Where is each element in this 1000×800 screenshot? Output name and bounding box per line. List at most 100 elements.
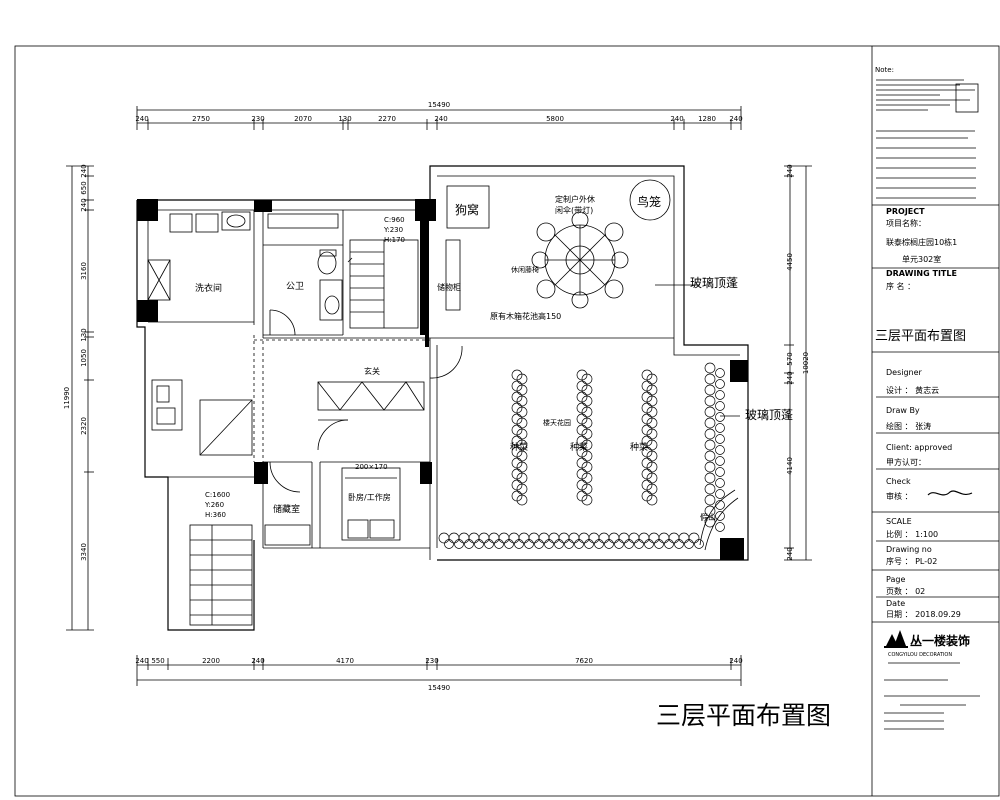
- plant-symbol: [646, 450, 658, 462]
- plant-symbol: [604, 539, 614, 549]
- plant-symbol: [544, 539, 554, 549]
- dim-left-1: 240: [80, 164, 88, 177]
- plant-symbol: [646, 439, 658, 451]
- client-en: Client: approved: [886, 443, 952, 452]
- stair1-y: Y:230: [383, 226, 403, 234]
- plant-symbol: [715, 445, 725, 455]
- designer-cn: 设计 ： 黄志云: [886, 385, 939, 395]
- overall-width-dim: 15490: [428, 101, 450, 109]
- main-drawing-title: 三层平面布置图: [656, 701, 831, 730]
- plant-symbol: [478, 532, 490, 544]
- plant-symbol: [581, 428, 593, 440]
- plant-symbol: [674, 539, 684, 549]
- plant-symbol: [704, 461, 716, 473]
- plant-symbol: [658, 532, 670, 544]
- plant-symbol: [516, 417, 528, 429]
- plant-symbol: [518, 532, 530, 544]
- plant-symbol: [715, 423, 725, 433]
- dim-left-6: 1050: [80, 349, 88, 367]
- plant-symbol: [618, 532, 630, 544]
- plant-symbol: [646, 373, 658, 385]
- storage-room-label: 储藏室: [273, 503, 300, 515]
- bedroom-label: 卧房/工作房: [348, 492, 391, 502]
- dim-bottom-4: 240: [251, 657, 264, 665]
- plant-symbol: [558, 532, 570, 544]
- plant-symbol: [715, 401, 725, 411]
- seq-label: 序 名 ：: [886, 281, 915, 291]
- scale-cn: 比例 ： 1:100: [886, 529, 938, 539]
- dim-left-4: 3160: [80, 262, 88, 280]
- plant-symbol: [516, 461, 528, 473]
- plant-symbol: [715, 390, 725, 400]
- client-cn: 甲方认可：: [886, 457, 926, 467]
- plant-symbol: [715, 379, 725, 389]
- project-label: PROJECT: [886, 207, 925, 216]
- plant-symbol: [715, 489, 725, 499]
- plant-symbol: [704, 362, 716, 374]
- vegetable-label-2: 种菜: [570, 441, 588, 453]
- dim-left-3: 240: [80, 198, 88, 211]
- plant-symbol: [715, 478, 725, 488]
- plant-symbol: [704, 483, 716, 495]
- plant-symbol: [454, 539, 464, 549]
- plant-symbol: [638, 532, 650, 544]
- plant-symbol: [715, 522, 725, 532]
- plant-symbol: [448, 532, 460, 544]
- plant-symbol: [504, 539, 514, 549]
- planter-label: 原有木箱花池高150: [490, 311, 561, 321]
- plant-symbol: [498, 532, 510, 544]
- plant-symbol: [584, 539, 594, 549]
- hall-label: 玄关: [364, 366, 380, 376]
- dim-top-7: 240: [434, 115, 447, 123]
- right-dimensions: 240 4450 570 240 4140 240 10020: [784, 164, 812, 561]
- plant-symbol: [646, 406, 658, 418]
- dim-top-3: 230: [251, 115, 264, 123]
- plant-symbol: [704, 395, 716, 407]
- plant-symbol: [664, 539, 674, 549]
- plant-symbol: [581, 373, 593, 385]
- dim-right-4: 240: [786, 371, 794, 384]
- plant-symbol: [704, 472, 716, 484]
- plant-symbol: [534, 539, 544, 549]
- check-en: Check: [886, 477, 911, 486]
- left-dimensions: 11990 240 650 240 3160 130 1050 2320 334…: [63, 164, 94, 631]
- plant-symbol: [581, 494, 593, 506]
- dim-right-3: 570: [786, 352, 794, 365]
- dim-top-1: 240: [135, 115, 148, 123]
- dim-bottom-3: 2200: [202, 657, 220, 665]
- plant-symbol: [594, 539, 604, 549]
- plant-symbol: [646, 494, 658, 506]
- plant-symbol: [715, 500, 725, 510]
- company-name-en: CONGYILOU DECORATION: [888, 652, 952, 658]
- title-block-drawing-title: 三层平面布置图: [875, 329, 966, 344]
- overall-height-dim: 11990: [63, 387, 71, 409]
- dim-top-8: 5800: [546, 115, 564, 123]
- dim-bottom-1: 240: [135, 657, 148, 665]
- plant-symbol: [646, 384, 658, 396]
- page-cn: 页数 ： 02: [886, 586, 925, 596]
- garden-plants: [438, 362, 725, 549]
- plant-symbol: [646, 428, 658, 440]
- drawing-no-en: Drawing no: [886, 545, 932, 554]
- project-name-line2: 单元302室: [902, 254, 941, 264]
- plant-symbol: [581, 406, 593, 418]
- stair1-h: H:170: [384, 236, 405, 244]
- dim-left-8: 3340: [80, 543, 88, 561]
- plant-symbol: [704, 450, 716, 462]
- plant-symbol: [516, 450, 528, 462]
- plant-symbol: [444, 539, 454, 549]
- project-name-label: 项目名称：: [886, 218, 926, 228]
- laundry-label: 洗衣间: [195, 282, 222, 294]
- plant-symbol: [648, 532, 660, 544]
- plant-symbol: [646, 483, 658, 495]
- plant-symbol: [516, 439, 528, 451]
- date-cn: 日期 ： 2018.09.29: [886, 610, 961, 619]
- plant-symbol: [694, 539, 704, 549]
- toilet-label: 公卫: [286, 281, 304, 292]
- plant-symbol: [554, 539, 564, 549]
- plant-symbol: [715, 511, 725, 521]
- company-logo: [884, 630, 908, 648]
- date-en: Date: [886, 599, 905, 608]
- walls: [136, 165, 749, 631]
